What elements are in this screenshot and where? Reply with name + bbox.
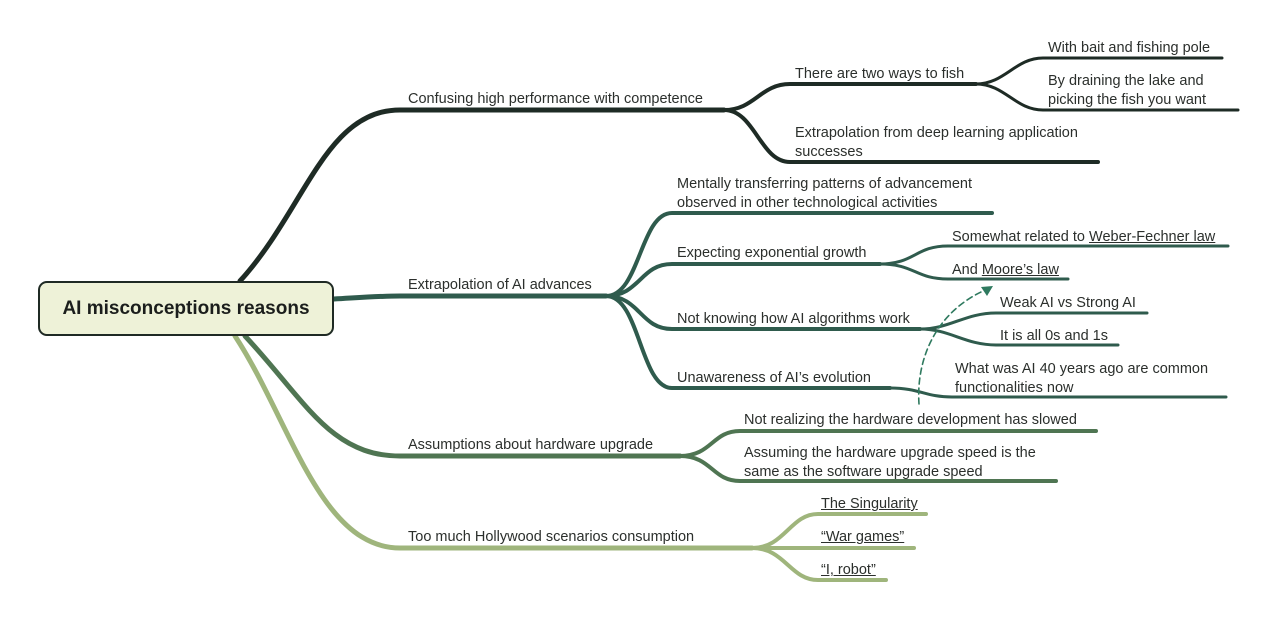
topic-weak-strong[interactable]: Weak AI vs Strong AI <box>1000 295 1136 311</box>
topic-i-robot-link[interactable]: “I, robot” <box>821 562 876 578</box>
topic-exponential[interactable]: Expecting exponential growth <box>677 245 867 261</box>
connector-mentally <box>604 211 994 298</box>
topic-singularity-link[interactable]: The Singularity <box>821 496 918 512</box>
topic-moore-prefix: And <box>952 262 982 278</box>
connector-unawareness <box>604 294 892 390</box>
topic-drain-line1: By draining the lake and <box>1048 73 1204 89</box>
topic-extrap-dl-line2: successes <box>795 144 863 160</box>
relationship-arrowhead <box>981 286 993 296</box>
topic-speed[interactable]: Assuming the hardware upgrade speed is t… <box>744 444 1036 482</box>
topic-two-ways[interactable]: There are two ways to fish <box>795 66 965 82</box>
connector-extrapolation <box>331 293 609 302</box>
topic-weber-prefix: Somewhat related to <box>952 229 1090 245</box>
moores-law-link[interactable]: Moore’s law <box>981 262 1059 278</box>
topic-war-games-link[interactable]: “War games” <box>821 529 905 545</box>
connector-forty <box>888 386 1228 399</box>
topic-extrapolation[interactable]: Extrapolation of AI advances <box>408 277 592 293</box>
topic-mentally-line1: Mentally transferring patterns of advanc… <box>677 176 972 192</box>
connector-i-robot <box>750 546 888 582</box>
topic-forty-line1: What was AI 40 years ago are common <box>955 361 1209 377</box>
connector-moore <box>878 262 1070 281</box>
topic-not-knowing[interactable]: Not knowing how AI algorithms work <box>677 311 910 327</box>
topic-extrap-dl-line1: Extrapolation from deep learning applica… <box>795 125 1078 141</box>
topic-zeros-ones[interactable]: It is all 0s and 1s <box>1000 328 1108 344</box>
root-topic[interactable]: AI misconceptions reasons <box>38 281 334 336</box>
connector-bait <box>974 56 1224 86</box>
connector-speed <box>678 454 1058 483</box>
weber-fechner-link[interactable]: Weber-Fechner law <box>1089 229 1216 245</box>
connector-confusing <box>237 107 727 284</box>
topic-slowed[interactable]: Not realizing the hardware development h… <box>744 412 1077 428</box>
connector-drain <box>974 82 1240 112</box>
topic-speed-line2: same as the software upgrade speed <box>744 464 983 480</box>
connector-two-ways <box>722 82 978 112</box>
connector-exponential <box>604 262 882 298</box>
relationship-arrow <box>917 287 991 405</box>
topic-forty-line2: functionalities now <box>955 380 1074 396</box>
topic-hollywood[interactable]: Too much Hollywood scenarios consumption <box>408 529 695 545</box>
connector-hollywood <box>232 333 755 551</box>
topic-moore[interactable]: And Moore’s law <box>952 261 1059 280</box>
connector-zeros-ones <box>918 327 1120 347</box>
topic-weber[interactable]: Somewhat related to Weber-Fechner law <box>952 228 1215 247</box>
connector-hardware <box>242 333 683 459</box>
topic-drain[interactable]: By draining the lake and picking the fis… <box>1048 72 1206 110</box>
topic-bait[interactable]: With bait and fishing pole <box>1048 40 1211 56</box>
topic-speed-line1: Assuming the hardware upgrade speed is t… <box>744 445 1036 461</box>
topic-hardware[interactable]: Assumptions about hardware upgrade <box>408 437 654 453</box>
connector-extrap-dl <box>722 108 1100 164</box>
topic-confusing[interactable]: Confusing high performance with competen… <box>408 91 703 107</box>
topic-mentally-line2: observed in other technological activiti… <box>677 195 938 211</box>
topic-mentally[interactable]: Mentally transferring patterns of advanc… <box>677 175 972 213</box>
topic-unawareness[interactable]: Unawareness of AI’s evolution <box>677 370 871 386</box>
topic-drain-line2: picking the fish you want <box>1048 92 1206 108</box>
topic-forty-years[interactable]: What was AI 40 years ago are common func… <box>955 360 1208 398</box>
topic-extrap-dl[interactable]: Extrapolation from deep learning applica… <box>795 124 1078 162</box>
